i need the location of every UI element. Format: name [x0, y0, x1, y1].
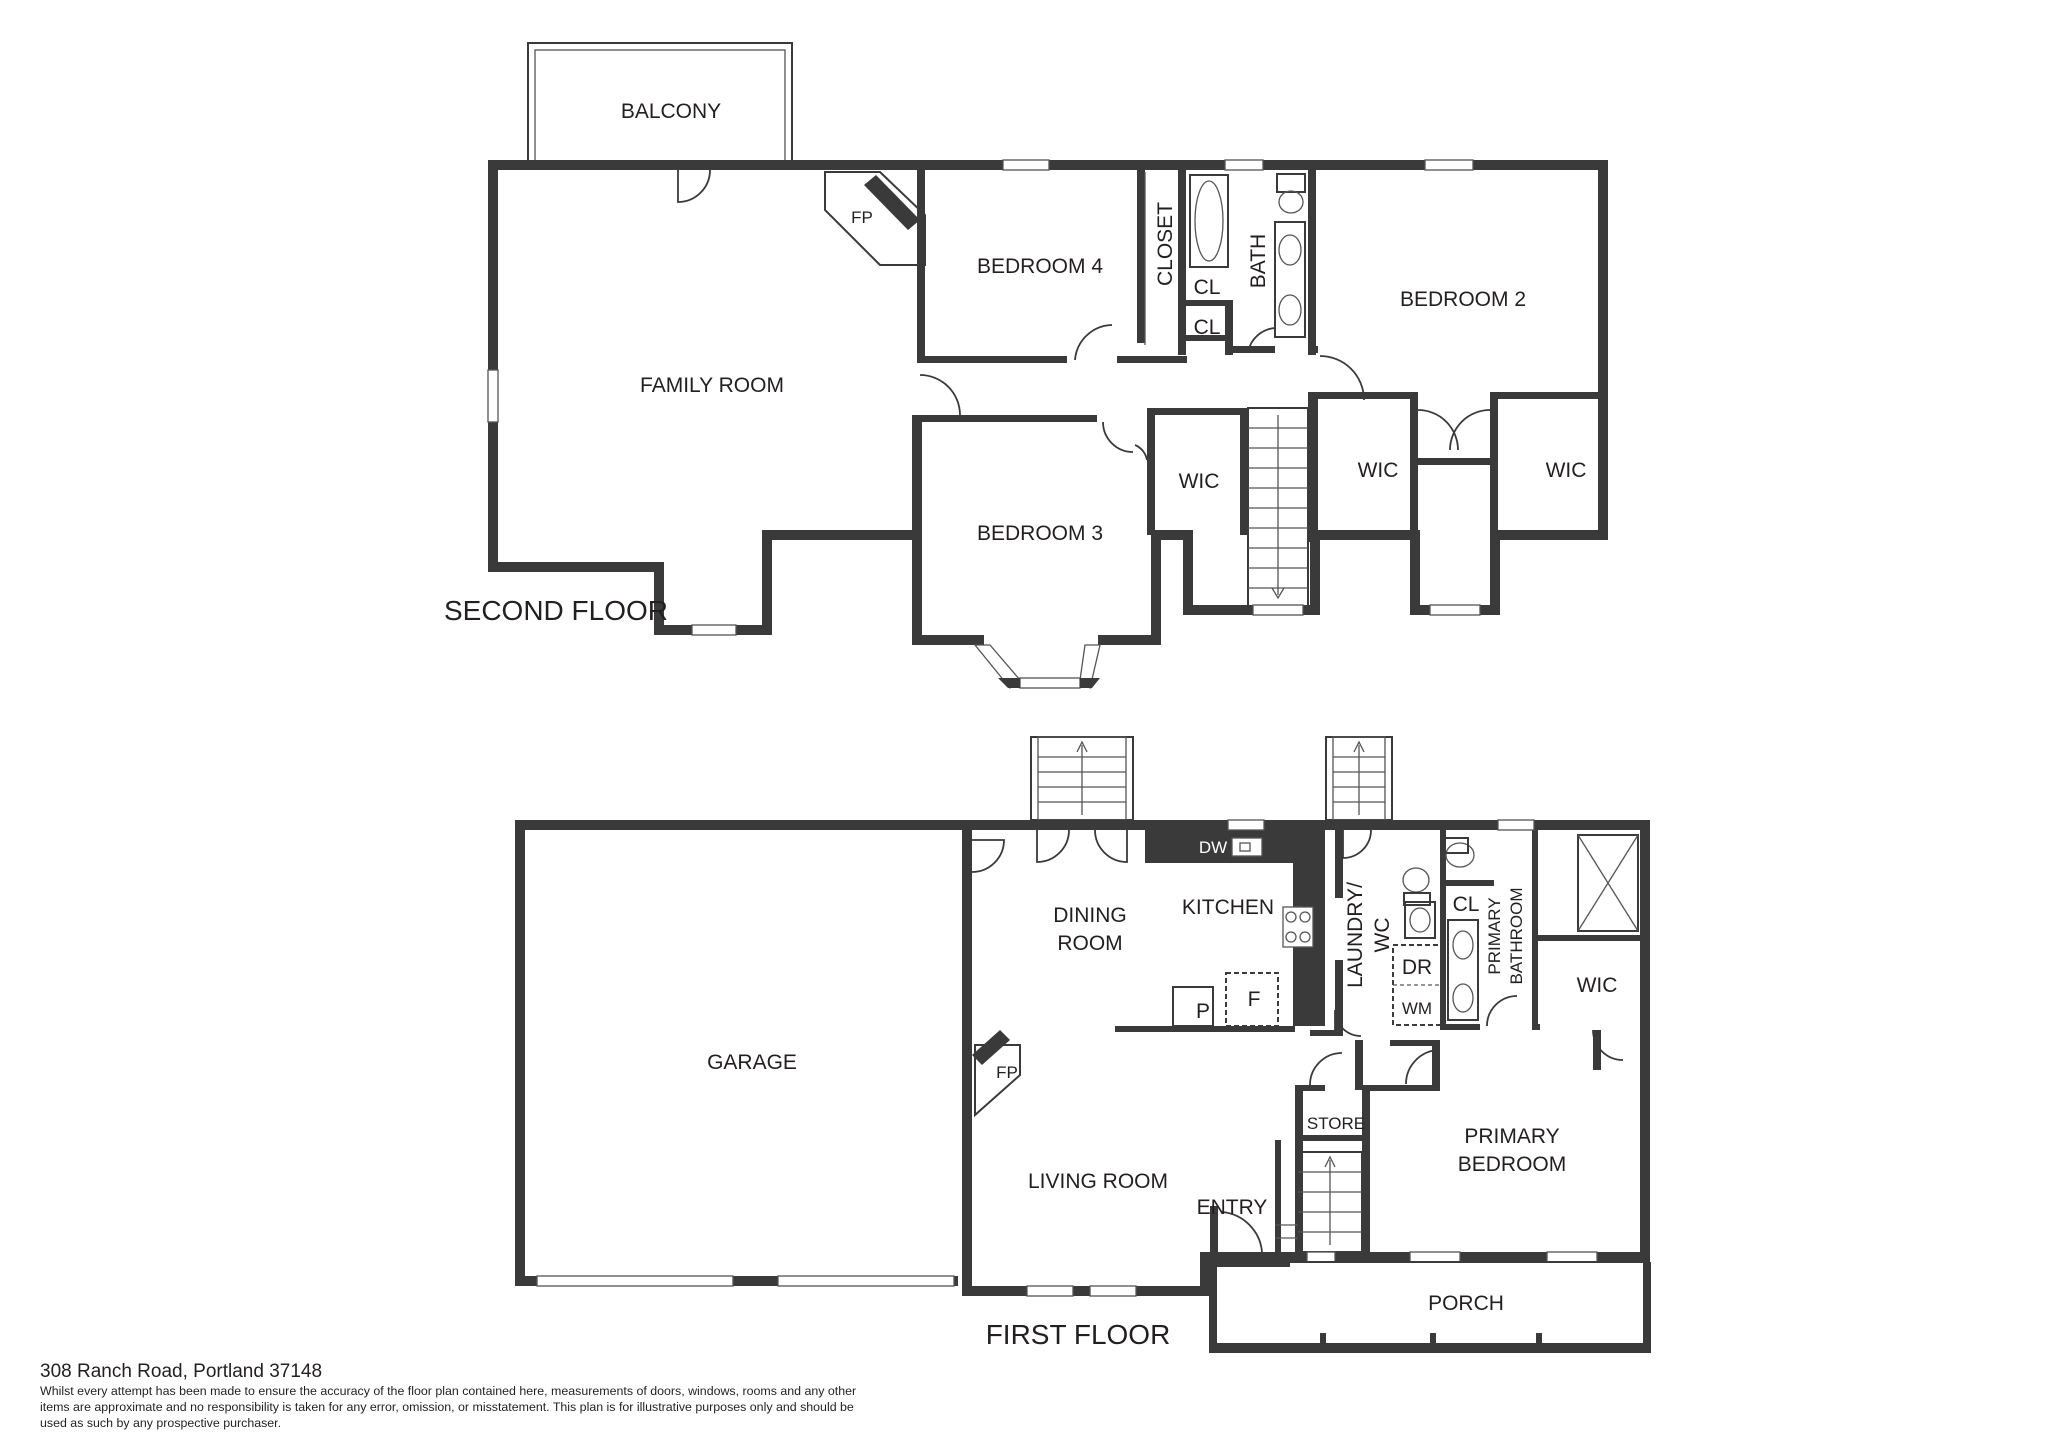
bath-fixtures: [1144, 172, 1306, 345]
first-floor-label: FIRST FLOOR: [986, 1319, 1171, 1350]
porch-label: PORCH: [1428, 1292, 1504, 1315]
dishwasher-label: DW: [1199, 838, 1227, 857]
second-floor-interior-walls: [917, 165, 1600, 542]
dryer-label: DR: [1402, 956, 1432, 979]
first-floor: GARAGE DINING ROOM KITCHEN DW P F LAUNDR…: [515, 736, 1651, 1353]
cl-top-label: CL: [1194, 276, 1221, 299]
dining-label-line2: ROOM: [1057, 932, 1122, 955]
first-floor-outer-walls: [515, 820, 1650, 1292]
wic-center-label: WIC: [1179, 470, 1220, 493]
primary-bath-label-line2: BATHROOM: [1507, 888, 1526, 985]
second-floor-label: SECOND FLOOR: [444, 595, 668, 626]
second-floor: BALCONY FAMILY ROOM FP BEDROOM 4 CLOSET …: [444, 42, 1608, 690]
entry-stairs: [1275, 1151, 1363, 1253]
fireplace-label: FP: [851, 208, 873, 227]
wic-left-label: WIC: [1358, 459, 1399, 482]
first-floor-wic-label: WIC: [1577, 974, 1618, 997]
kitchen-label: KITCHEN: [1182, 896, 1274, 919]
laundry-fixtures: [1392, 867, 1442, 1026]
first-floor-windows: [536, 819, 1598, 1297]
primary-bath-cl-label: CL: [1453, 893, 1480, 916]
primary-bedroom-label-line2: BEDROOM: [1458, 1153, 1567, 1176]
pantry-label: P: [1196, 1000, 1210, 1023]
disclaimer: Whilst every attempt has been made to en…: [40, 1384, 857, 1430]
first-floor-doors: [971, 829, 1624, 1253]
garage-label: GARAGE: [707, 1051, 797, 1074]
family-room-label: FAMILY ROOM: [640, 374, 784, 397]
cl-bottom-label: CL: [1194, 316, 1221, 339]
footer: 308 Ranch Road, Portland 37148 Whilst ev…: [40, 1361, 860, 1431]
fridge-label: F: [1248, 988, 1261, 1011]
second-floor-stairs: [1247, 407, 1309, 609]
living-room-label: LIVING ROOM: [1028, 1170, 1168, 1193]
address: 308 Ranch Road, Portland 37148: [40, 1361, 323, 1382]
second-floor-outer-walls: [488, 160, 1608, 645]
primary-bedroom-label-line1: PRIMARY: [1464, 1125, 1559, 1148]
bedroom-3-label: BEDROOM 3: [977, 522, 1103, 545]
primary-bath-label-line1: PRIMARY: [1485, 897, 1504, 974]
primary-bath-fixtures: [1441, 834, 1639, 1021]
fireplace-icon: [824, 171, 926, 266]
second-floor-doors: [677, 169, 1491, 461]
kitchen-counters: [1145, 830, 1325, 1027]
closet-label: CLOSET: [1154, 202, 1177, 286]
bedroom-4-label: BEDROOM 4: [977, 255, 1103, 278]
dining-exterior-stairs: [1030, 736, 1134, 821]
bedroom-2-label: BEDROOM 2: [1400, 288, 1526, 311]
fireplace-first-floor-label: FP: [996, 1063, 1018, 1082]
washer-label: WM: [1402, 999, 1432, 1018]
living-bottom-walls: [962, 1262, 1210, 1296]
bath-label: BATH: [1247, 234, 1270, 288]
porch-outline: [1209, 1261, 1651, 1353]
store-label: STORE: [1307, 1114, 1365, 1133]
balcony-label: BALCONY: [621, 100, 721, 123]
fireplace-first-floor-icon: [972, 1030, 1021, 1118]
laundry-exterior-stairs: [1325, 736, 1393, 821]
entry-label: ENTRY: [1197, 1196, 1268, 1219]
dining-label-line1: DINING: [1053, 904, 1127, 927]
first-floor-interior-walls: [1115, 830, 1640, 1257]
laundry-label-line1: LAUNDRY/: [1344, 882, 1367, 988]
laundry-label-line2: WC: [1371, 918, 1394, 953]
wic-right-label: WIC: [1546, 459, 1587, 482]
